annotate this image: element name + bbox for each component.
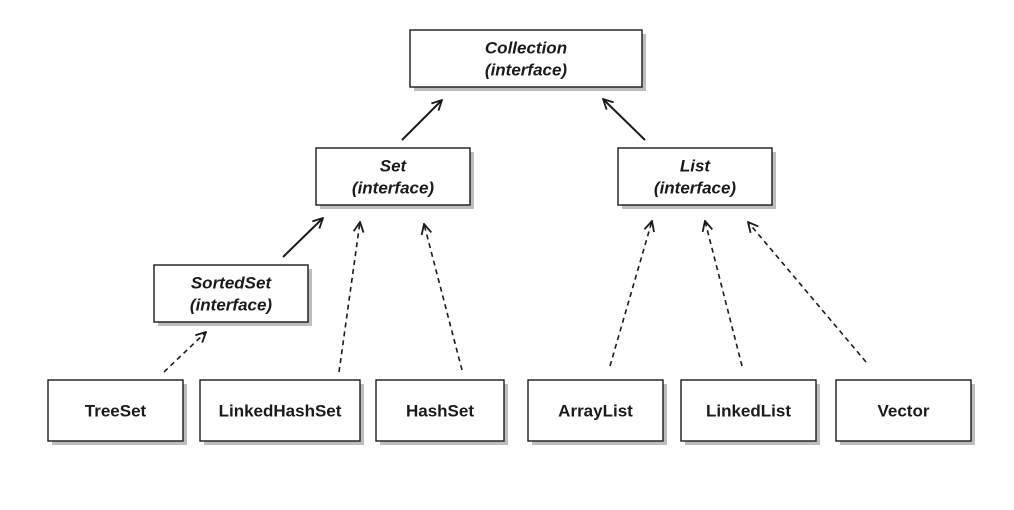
edge-linkedlist-to-list-implements-arrow [705,221,743,367]
node-list-box [617,147,773,206]
node-sortedset-box [153,264,309,323]
node-list-label-line-1: List [680,157,712,176]
node-set: Set (interface) [315,147,474,209]
node-linkedlist-label-line-1: LinkedList [706,402,791,421]
node-linkedlist-box [680,379,817,442]
node-sortedset: SortedSet (interface) [153,264,312,326]
edge-list-to-collection-extends-arrow [603,99,646,141]
node-sortedset-label-line-2: (interface) [190,296,273,315]
node-vector: Vector [835,379,975,445]
node-linkedlist: LinkedList [680,379,820,445]
node-linkedhashset: LinkedHashSet [199,379,364,445]
node-treeset-box [47,379,184,442]
node-collection-box [409,29,643,88]
node-treeset-label-line-1: TreeSet [85,402,147,421]
node-linkedhashset-label-line-1: LinkedHashSet [219,402,342,421]
node-vector-label-line-1: Vector [878,402,930,421]
node-linkedhashset-box [199,379,361,442]
node-list: List (interface) [617,147,776,209]
node-treeset: TreeSet [47,379,187,445]
edge-set-to-collection-extends-arrow [401,100,442,141]
node-arraylist-box [527,379,664,442]
node-hashset-label-line-1: HashSet [406,402,474,421]
node-list-label-line-2: (interface) [654,179,737,198]
node-collection-label-line-1: Collection [485,39,567,58]
node-set-box [315,147,471,206]
node-arraylist-label-line-1: ArrayList [558,402,633,421]
edge-sortedset-to-set-extends-arrow [282,218,323,258]
node-vector-box [835,379,972,442]
node-set-label-line-1: Set [380,157,408,176]
node-sortedset-label-line-1: SortedSet [191,274,273,293]
node-hashset: HashSet [375,379,508,445]
edges-layer [163,99,867,373]
node-collection: Collection (interface) [409,29,646,91]
node-collection-label-line-2: (interface) [485,61,568,80]
node-hashset-box [375,379,505,442]
edge-vector-to-list-implements-arrow [748,222,867,363]
edge-hashset-to-set-implements-arrow [424,224,463,371]
edge-arraylist-to-list-implements-arrow [609,221,652,367]
edge-linkedhashset-to-set-implements-arrow [338,222,360,373]
node-arraylist: ArrayList [527,379,667,445]
node-set-label-line-2: (interface) [352,179,435,198]
nodes-layer: Collection (interface) Set (interface) List (… [47,29,975,445]
edge-treeset-to-sortedset-implements-arrow [163,332,206,373]
